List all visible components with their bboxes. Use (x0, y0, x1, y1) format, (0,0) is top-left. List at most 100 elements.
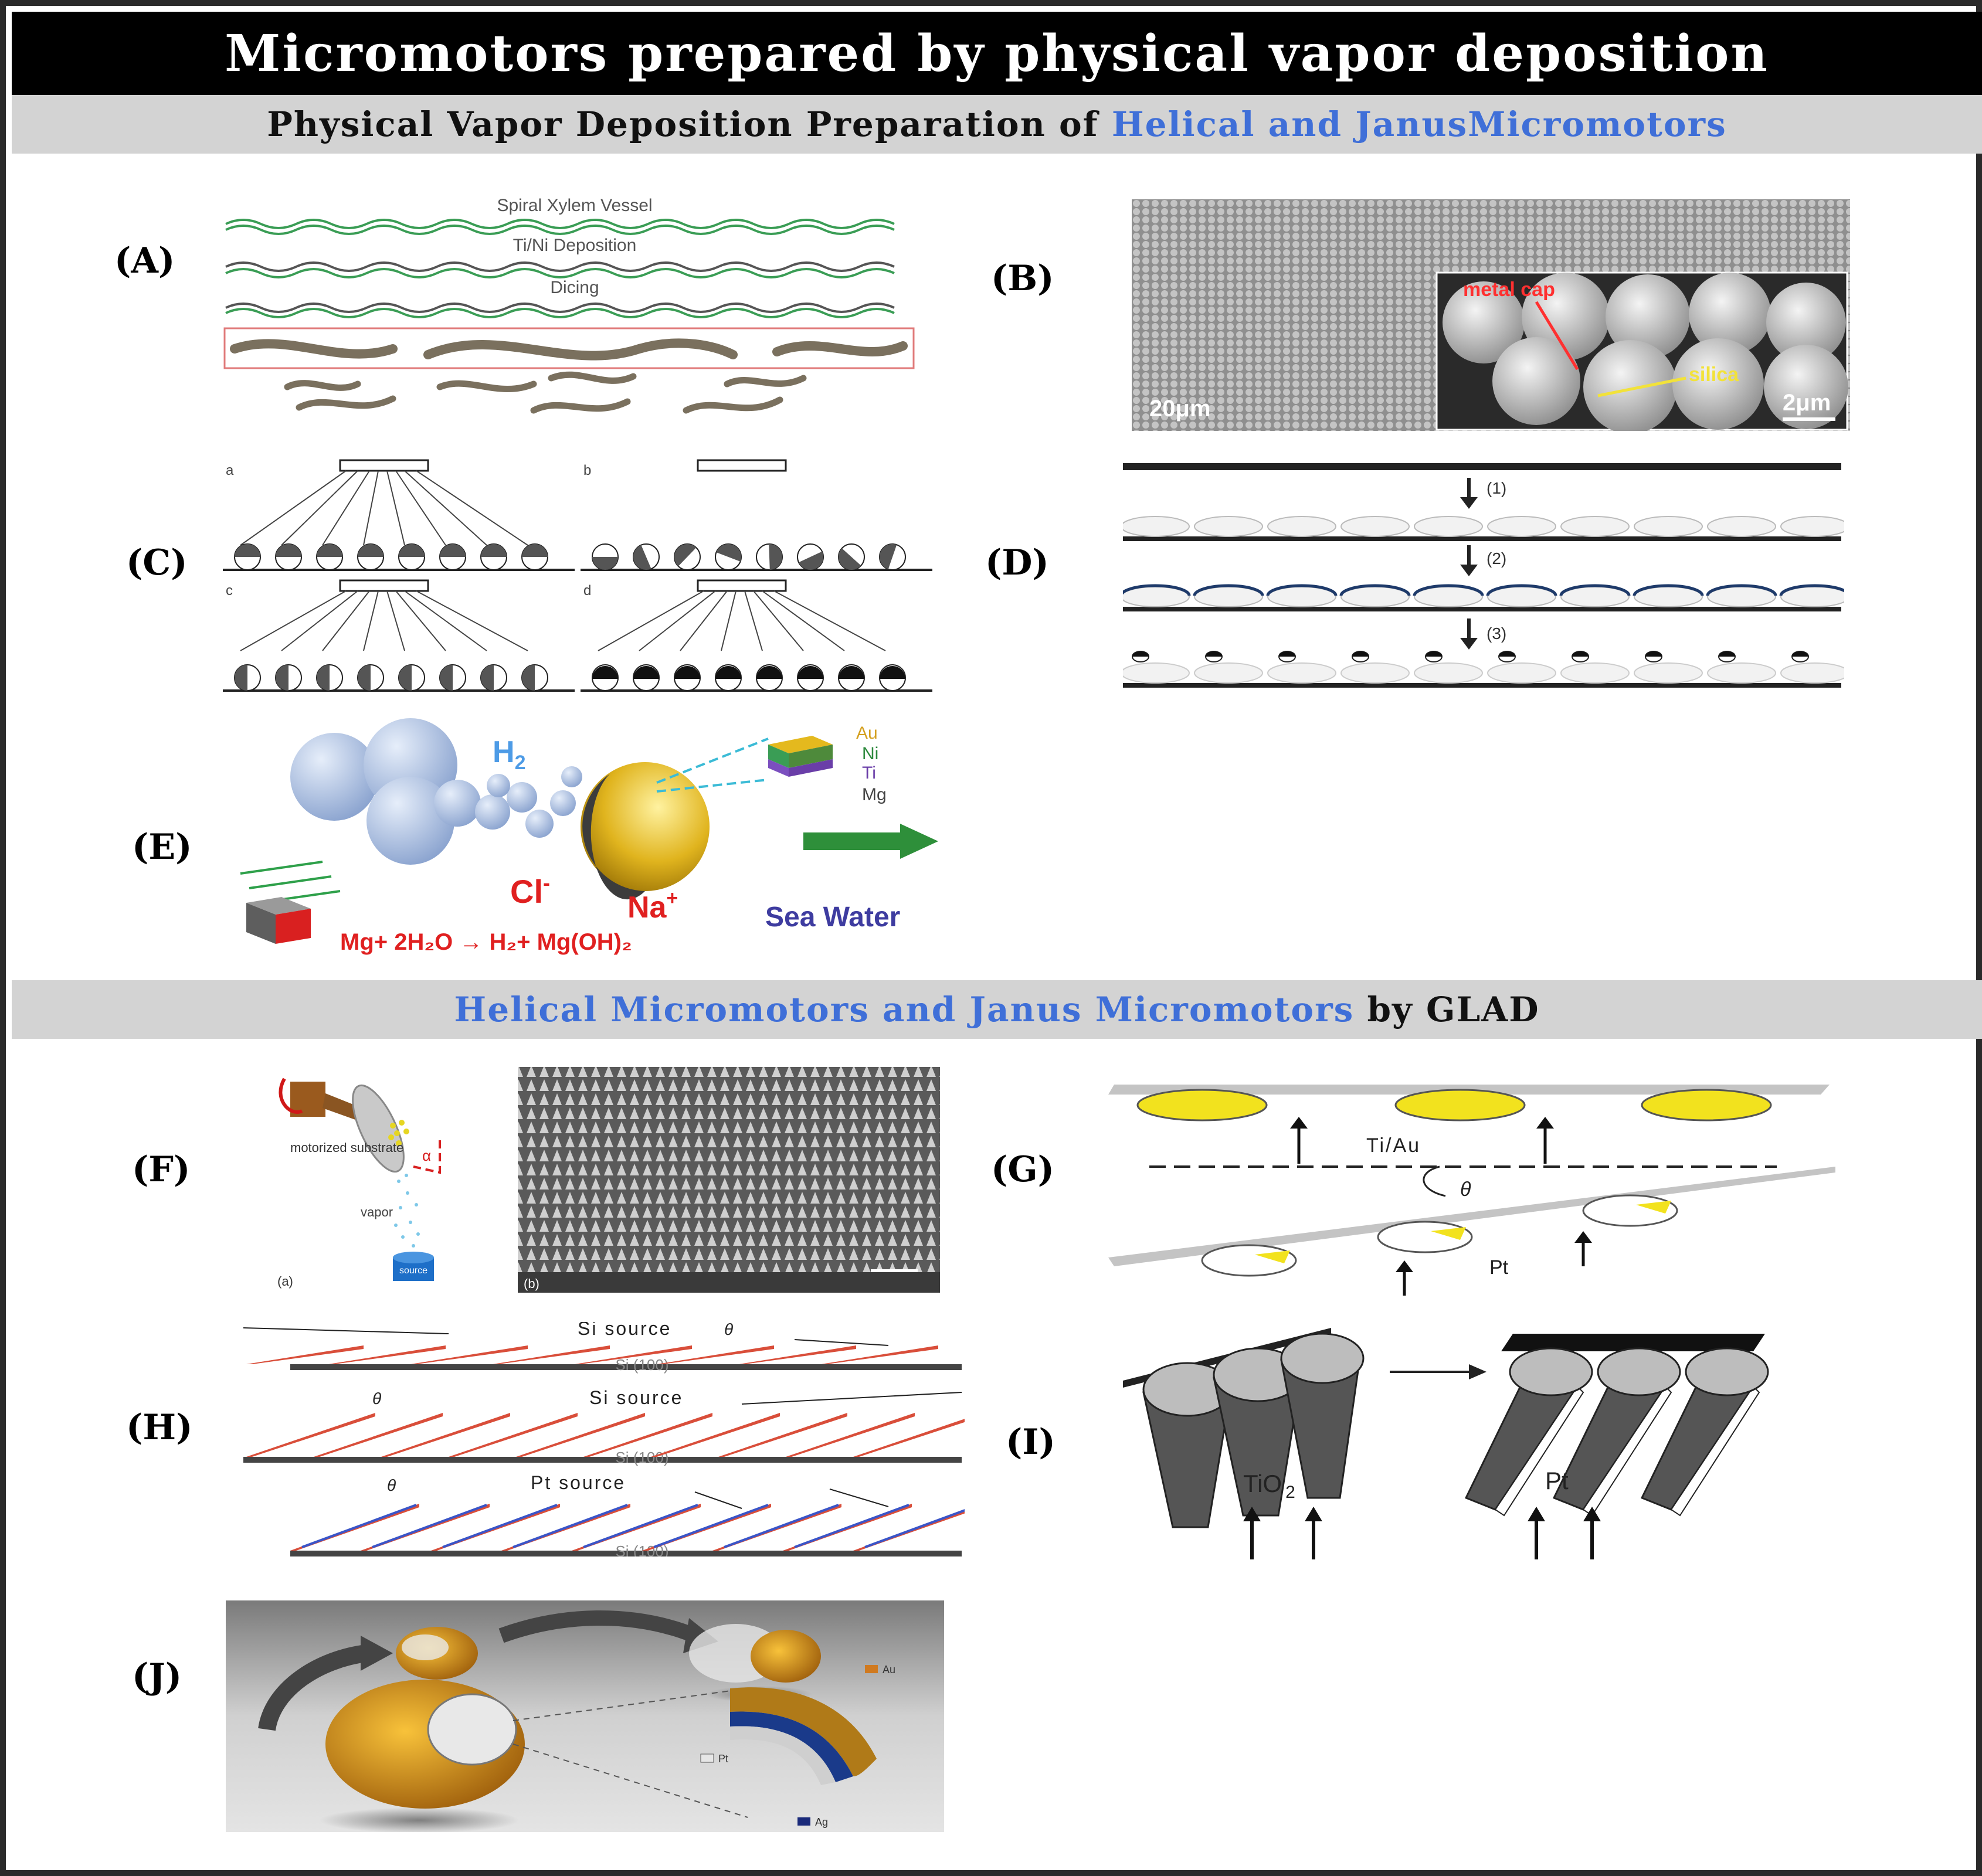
theta-2: θ (372, 1389, 381, 1408)
metal-coating (839, 548, 861, 570)
substrate-label-2: Si (100) (615, 1449, 668, 1466)
nanorod (575, 1345, 692, 1364)
inset-sphere (1492, 337, 1580, 425)
bead (1340, 662, 1410, 684)
reaction-equation: Mg+ 2H₂O → H₂+ Mg(OH)₂ (340, 929, 632, 955)
coated-wave-2 (225, 268, 895, 278)
substrate-1 (1123, 536, 1841, 541)
metal-coating (797, 666, 823, 679)
panel-h-figure: Si (100) Si (100) Si (100) Si source θ S… (243, 1322, 965, 1556)
pt-legend-label: Pt (718, 1753, 728, 1765)
layer-ti (768, 759, 789, 777)
ti-au-cap (1641, 1089, 1772, 1121)
substrate-disk (352, 1084, 405, 1173)
sub-panel-b (581, 459, 932, 571)
layer-au-cross-section (730, 1687, 877, 1776)
panel-label-g: (G) (991, 1149, 1055, 1190)
bubble (525, 810, 554, 838)
inset-sphere (1764, 345, 1848, 429)
bead (1267, 662, 1336, 684)
section2-highlight: Helical Micromotors and Janus Micromotor… (454, 990, 1355, 1029)
panel-label-d: (D) (985, 542, 1049, 583)
theta-3: θ (387, 1476, 396, 1494)
scale-bar-inset (1783, 417, 1835, 421)
layer-au (768, 736, 833, 753)
bead (1194, 662, 1263, 684)
bead (1707, 516, 1776, 537)
sub-b-label: (b) (524, 1276, 539, 1291)
panel-f-figure: motorized substrate α vapor source (a) (… (277, 1067, 940, 1293)
bead (1487, 662, 1556, 684)
sea-water-label: Sea Water (765, 902, 900, 933)
h2-label: H2 (493, 735, 525, 774)
substrate-row1 (290, 1364, 962, 1370)
helix-3 (772, 341, 908, 356)
metal-coating (880, 666, 905, 679)
au-label: Au (856, 723, 878, 743)
bead (1414, 516, 1483, 537)
nanorod (853, 1510, 965, 1551)
metal-coating (358, 665, 371, 691)
bead (1123, 662, 1190, 684)
nanorod (583, 1413, 712, 1457)
mg-label: Mg (862, 785, 887, 804)
metal-coating (839, 666, 864, 679)
metal-coating (769, 544, 782, 570)
nanorod (493, 1345, 610, 1364)
diced-wave-2 (225, 308, 895, 318)
substrate-top (1123, 463, 1841, 470)
nanorod (718, 1413, 847, 1457)
theta-arc (1423, 1165, 1446, 1197)
nanorod (516, 1413, 645, 1457)
au-legend-label: Au (883, 1664, 895, 1676)
metal-coating (633, 545, 651, 570)
substrate-3 (1123, 683, 1841, 688)
helices-small-2 (436, 371, 637, 392)
inset-sphere (1689, 273, 1771, 355)
bubble (507, 782, 537, 813)
xylem-vessel-wave-2 (225, 225, 895, 235)
nanorod (246, 1345, 364, 1364)
section-header-glad: Helical Micromotors and Janus Micromotor… (12, 980, 1982, 1039)
metal-coating (633, 666, 659, 679)
panel-label-f: (F) (132, 1149, 191, 1190)
substrate-label: motorized substrate (290, 1140, 403, 1155)
metal-coating (440, 665, 453, 691)
sub-c: c (226, 583, 233, 599)
bubble (561, 766, 582, 787)
coated-wave (225, 261, 895, 272)
alpha-angle (413, 1140, 441, 1174)
metal-coating (715, 666, 741, 679)
alpha-label: α (422, 1147, 431, 1164)
magnet-icon (246, 903, 276, 944)
diced-wave (225, 303, 895, 313)
pt-label: Pt (1545, 1467, 1569, 1494)
section-header-pvd: Physical Vapor Deposition Preparation of… (12, 95, 1982, 154)
panel-g-figure: Ti/Au θ Pt (1108, 1085, 1835, 1296)
sub-panel-a (223, 459, 575, 571)
cl-label: Cl- (510, 871, 550, 910)
ti-au-label: Ti/Au (1366, 1134, 1421, 1157)
bead (1707, 662, 1776, 684)
bead (1267, 516, 1336, 537)
bead (1634, 516, 1703, 537)
xylem-vessel-wave (225, 219, 895, 229)
process-arrow-1 (258, 1644, 368, 1731)
metal-coating (317, 665, 330, 691)
panel-d-figure: (1) (2) (3) (1123, 463, 1844, 688)
silica-label: silica (1689, 363, 1739, 386)
bead (1194, 516, 1263, 537)
sub-d: d (583, 583, 591, 599)
helix-2 (423, 338, 738, 361)
na-label: Na+ (627, 887, 678, 925)
sub-panel-d (581, 579, 932, 692)
step1: (1) (1486, 479, 1506, 497)
pt-label: Pt (1489, 1256, 1509, 1279)
metal-coating (799, 551, 823, 570)
motion-arrow (803, 824, 938, 859)
bead (1780, 662, 1844, 684)
substrate-row2 (243, 1457, 962, 1463)
bead (1123, 516, 1190, 537)
